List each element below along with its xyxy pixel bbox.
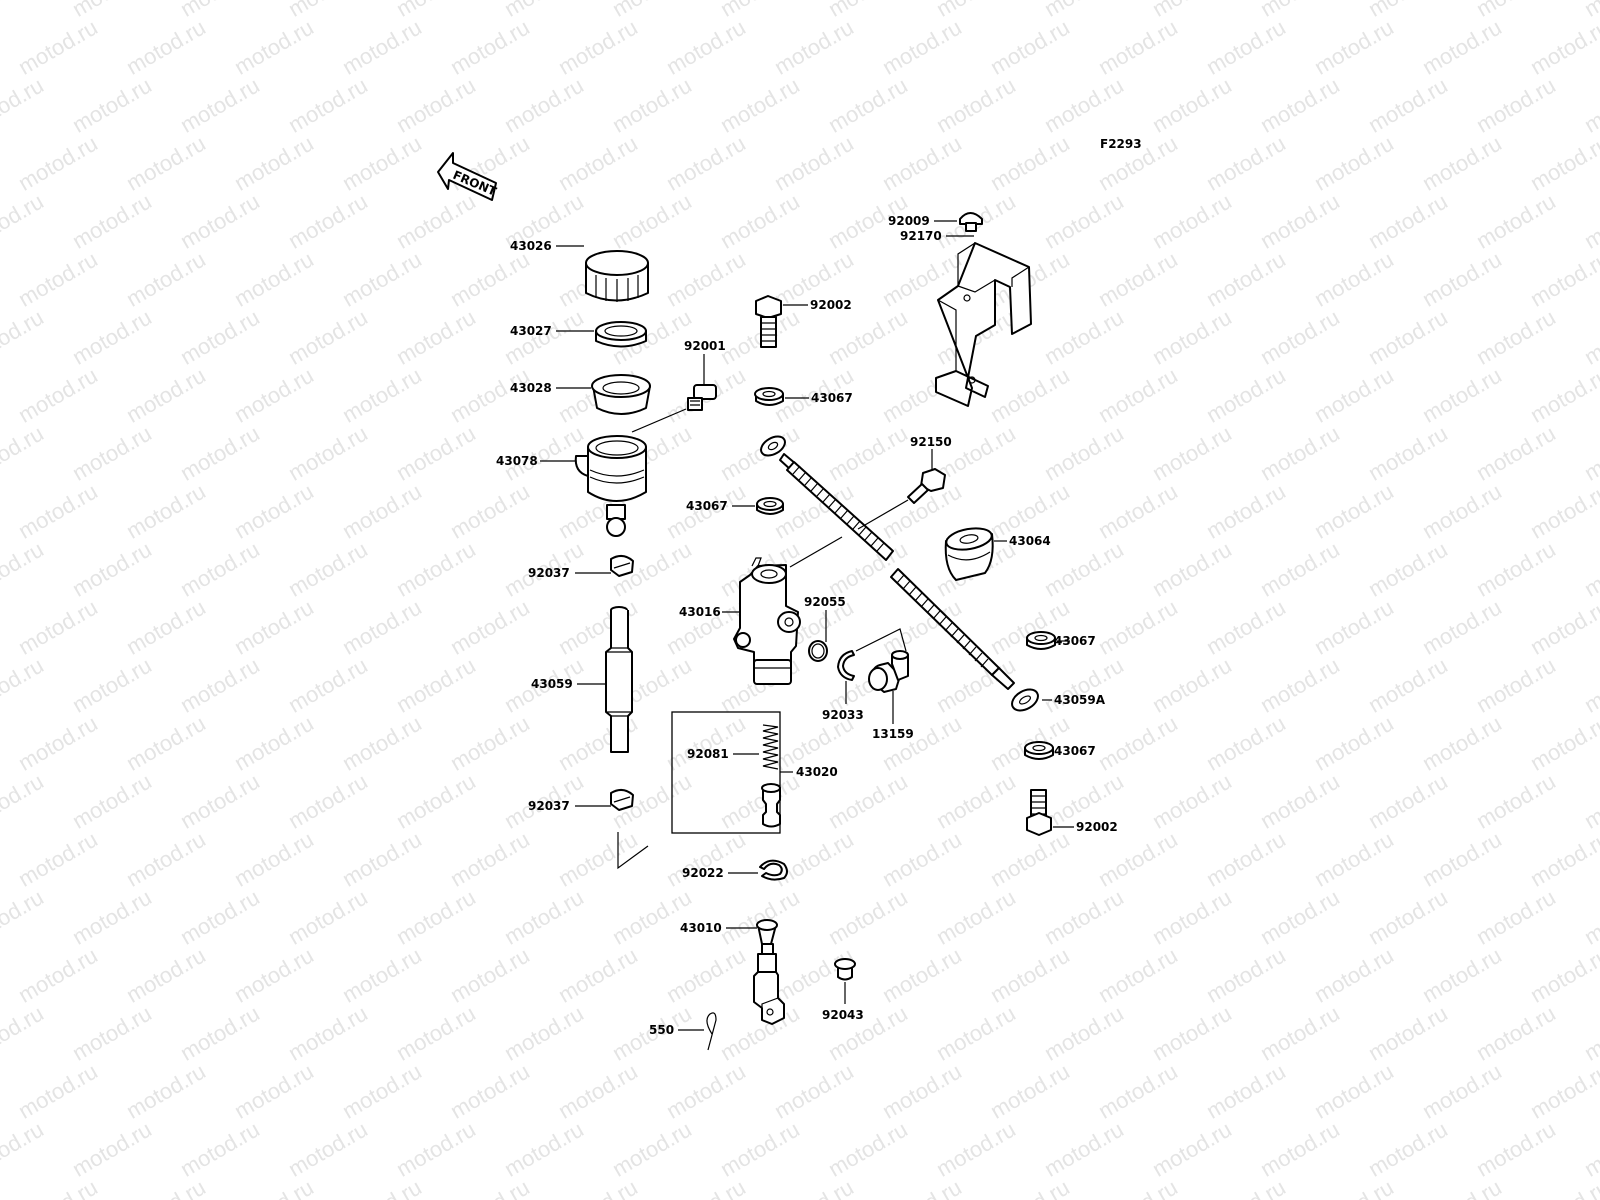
- reservoir-tank-part: [574, 435, 647, 537]
- master-cylinder-part: [733, 557, 801, 685]
- washer-d-part: [1024, 741, 1054, 760]
- label-92022: 92022: [682, 866, 724, 880]
- label-92002-top: 92002: [810, 298, 852, 312]
- label-43059: 43059: [531, 677, 573, 691]
- reservoir-hose-part: [605, 606, 633, 753]
- label-92170: 92170: [900, 229, 942, 243]
- label-43067-b: 43067: [686, 499, 728, 513]
- hose-bolt-part: [907, 468, 946, 504]
- label-92033: 92033: [822, 708, 864, 722]
- label-43016: 43016: [679, 605, 721, 619]
- washer-c-part: [1026, 631, 1056, 650]
- label-92001: 92001: [684, 339, 726, 353]
- diaphragm-part: [591, 374, 651, 415]
- banjo-bolt-top-part: [755, 295, 782, 348]
- label-43078: 43078: [496, 454, 538, 468]
- o-ring-part: [808, 640, 828, 662]
- hose-clamp-top-part: [610, 555, 634, 577]
- push-rod-part: [753, 919, 785, 1025]
- hose-guide-part: [944, 527, 994, 581]
- label-92150: 92150: [910, 435, 952, 449]
- washer-b-part: [756, 497, 784, 515]
- label-550: 550: [649, 1023, 674, 1037]
- figure-code: F2293: [1100, 137, 1142, 151]
- label-43067-c: 43067: [1054, 634, 1096, 648]
- label-43027: 43027: [510, 324, 552, 338]
- brake-hose-part: [760, 435, 1039, 712]
- screw-part: [687, 384, 717, 411]
- label-43028: 43028: [510, 381, 552, 395]
- piston-part: [761, 783, 781, 828]
- label-92009: 92009: [888, 214, 930, 228]
- front-arrow-icon: FRONT: [437, 152, 499, 201]
- label-43010: 43010: [680, 921, 722, 935]
- label-43067-d: 43067: [1054, 744, 1096, 758]
- spring-part: [762, 724, 779, 770]
- banjo-bolt-bottom-part: [1026, 789, 1052, 836]
- label-92002-bottom: 92002: [1076, 820, 1118, 834]
- label-92055: 92055: [804, 595, 846, 609]
- label-43020: 43020: [796, 765, 838, 779]
- hose-fitting-part: [868, 650, 909, 693]
- hose-clamp-bottom-part: [610, 789, 634, 811]
- label-13159: 13159: [872, 727, 914, 741]
- label-43064: 43064: [1009, 534, 1051, 548]
- washer-a-part: [754, 387, 784, 406]
- label-92037-bottom: 92037: [528, 799, 570, 813]
- bracket-part: [935, 242, 1032, 407]
- label-43067-a: 43067: [811, 391, 853, 405]
- label-43059A: 43059A: [1054, 693, 1106, 707]
- label-92043: 92043: [822, 1008, 864, 1022]
- label-92037-top: 92037: [528, 566, 570, 580]
- circlip-small-part: [759, 859, 788, 881]
- label-43026: 43026: [510, 239, 552, 253]
- reservoir-cap-part: [585, 250, 649, 302]
- clevis-pin-part: [834, 958, 856, 981]
- circlip-part: [837, 650, 855, 681]
- bracket-screw-part: [959, 212, 983, 232]
- cotter-pin-part: [706, 1012, 717, 1051]
- reservoir-plate-part: [595, 321, 647, 348]
- label-92081: 92081: [687, 747, 729, 761]
